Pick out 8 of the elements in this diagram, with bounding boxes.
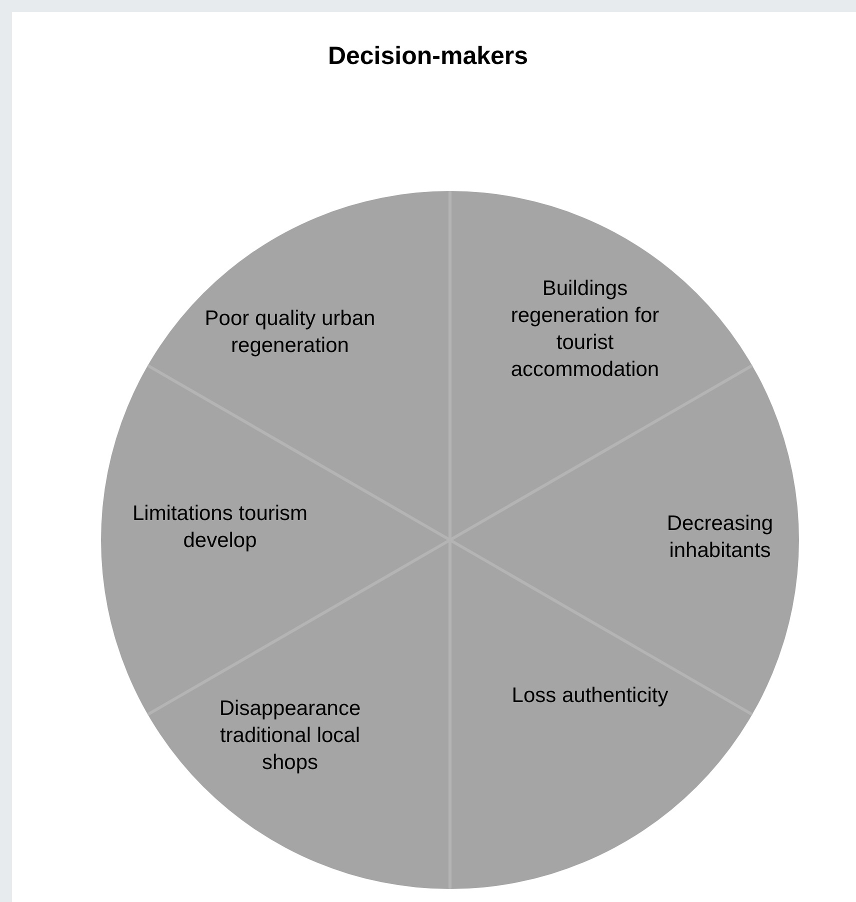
sector-label: Poor quality urban regeneration (170, 305, 410, 359)
diagram-title: Decision-makers (328, 42, 528, 70)
sector-label: Limitations tourism develop (105, 500, 335, 554)
sector-label: Buildings regeneration for tourist accommodation (485, 275, 685, 383)
sector-label: Loss authenticity (490, 682, 690, 709)
sector-label: Disappearance traditional local shops (190, 695, 390, 776)
sector-label: Decreasing inhabitants (640, 510, 800, 564)
pie-disc (100, 190, 800, 890)
